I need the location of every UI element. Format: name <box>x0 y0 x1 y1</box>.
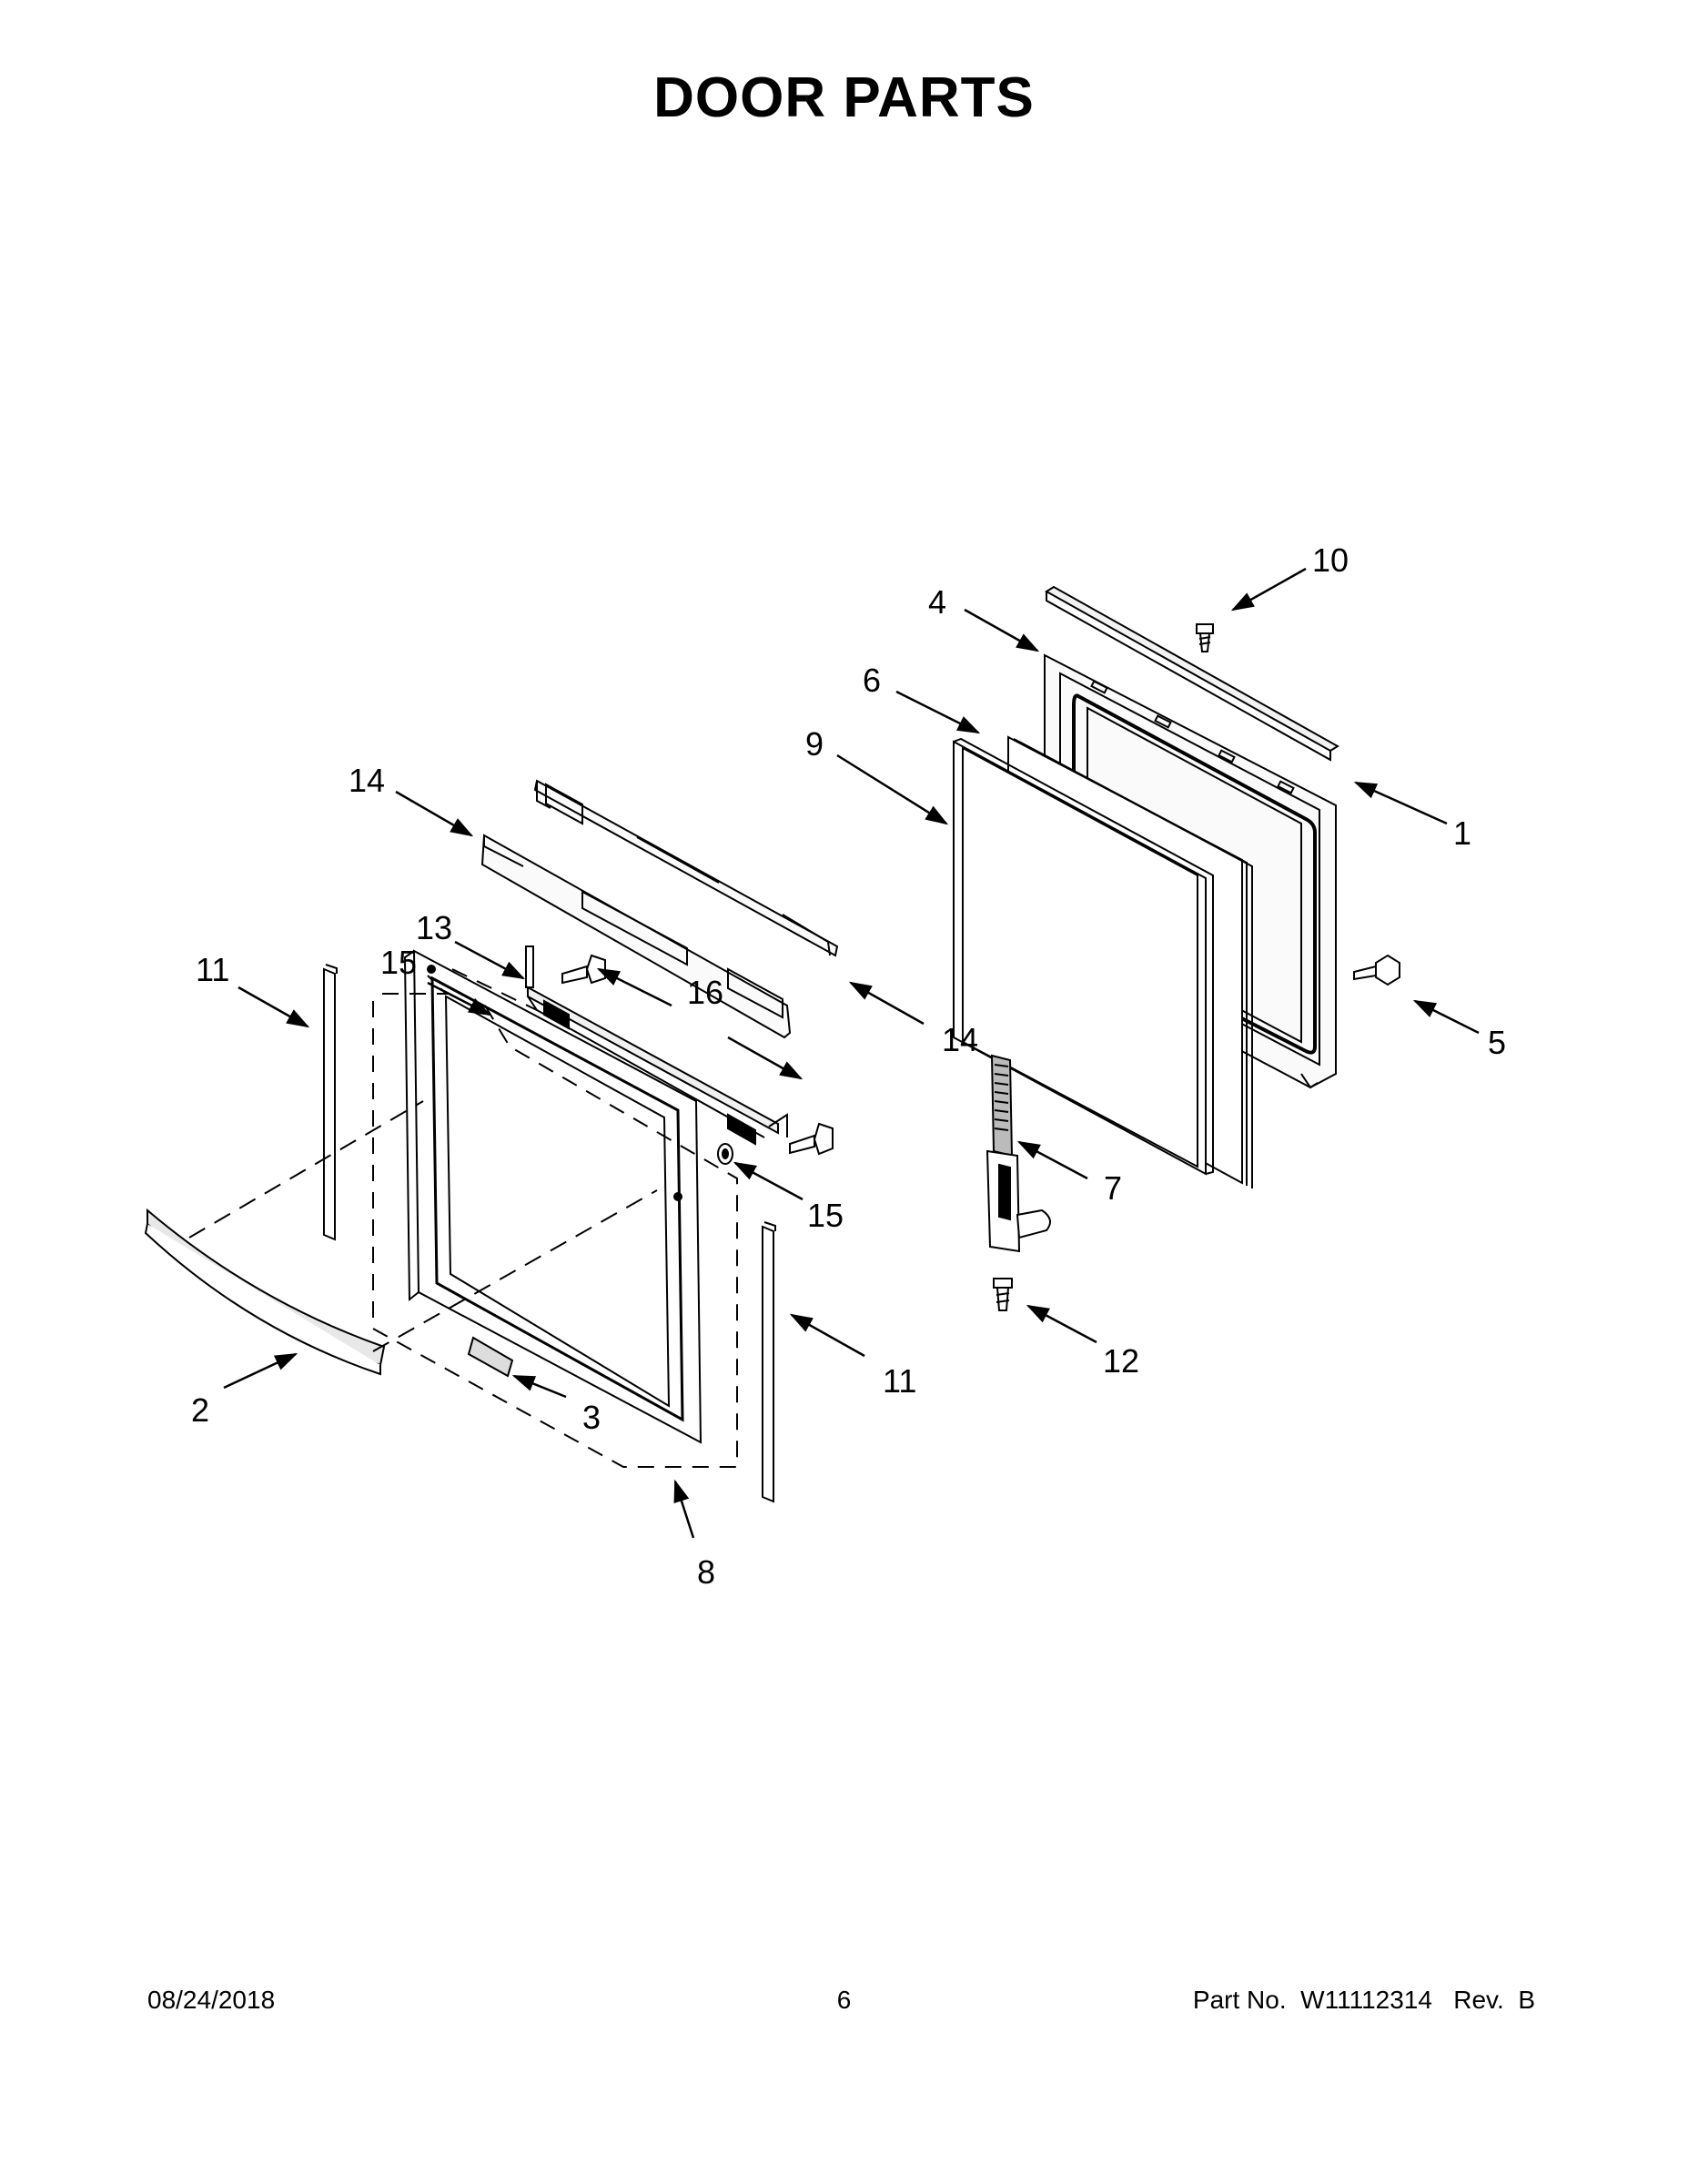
part-side-trims <box>323 964 776 1503</box>
part-screw-hinge <box>993 1278 1013 1311</box>
callout-9: 9 <box>805 725 824 763</box>
footer-date: 08/24/2018 <box>147 1986 276 2014</box>
callout-5: 5 <box>1488 1024 1506 1061</box>
callout-15-bottom: 15 <box>807 1197 844 1234</box>
callout-14-top: 14 <box>349 762 385 799</box>
callout-13: 13 <box>416 909 452 946</box>
footer-part-number: Part No. W11112314 Rev. B <box>1192 1986 1535 2014</box>
callout-16: 16 <box>687 974 723 1011</box>
callout-11-left: 11 <box>196 951 229 988</box>
footer-page-number: 6 <box>836 1986 852 2014</box>
handle-guide-lines <box>188 1100 658 1352</box>
part-channel-strips <box>480 779 839 1039</box>
callout-14-bottom: 14 <box>942 1021 978 1058</box>
callout-10: 10 <box>1312 541 1349 579</box>
panel-guide-line <box>451 968 538 1011</box>
callout-8: 8 <box>697 1553 715 1591</box>
part-hinge-bracket <box>525 945 788 1146</box>
callout-6: 6 <box>863 662 881 699</box>
callout-1: 1 <box>1453 814 1471 852</box>
part-handle <box>144 1208 386 1376</box>
part-top-trim <box>1045 585 1339 762</box>
callout-7: 7 <box>1104 1169 1122 1207</box>
callout-11-right: 11 <box>883 1362 916 1400</box>
part-hinge <box>986 1054 1051 1253</box>
part-8-dashed-outline <box>372 1000 738 1468</box>
callout-15-top: 15 <box>380 944 417 981</box>
callout-4: 4 <box>928 583 946 621</box>
page-title: DOOR PARTS <box>653 66 1035 129</box>
callout-2: 2 <box>191 1391 209 1429</box>
callout-12: 12 <box>1103 1342 1139 1380</box>
part-outer-glass <box>953 737 1214 1176</box>
leader-arrows <box>223 567 1480 1539</box>
callout-3: 3 <box>582 1399 601 1436</box>
part-screw-right <box>1353 954 1400 986</box>
part-screw-top <box>1196 623 1214 652</box>
part-outer-door-panel <box>403 949 702 1444</box>
